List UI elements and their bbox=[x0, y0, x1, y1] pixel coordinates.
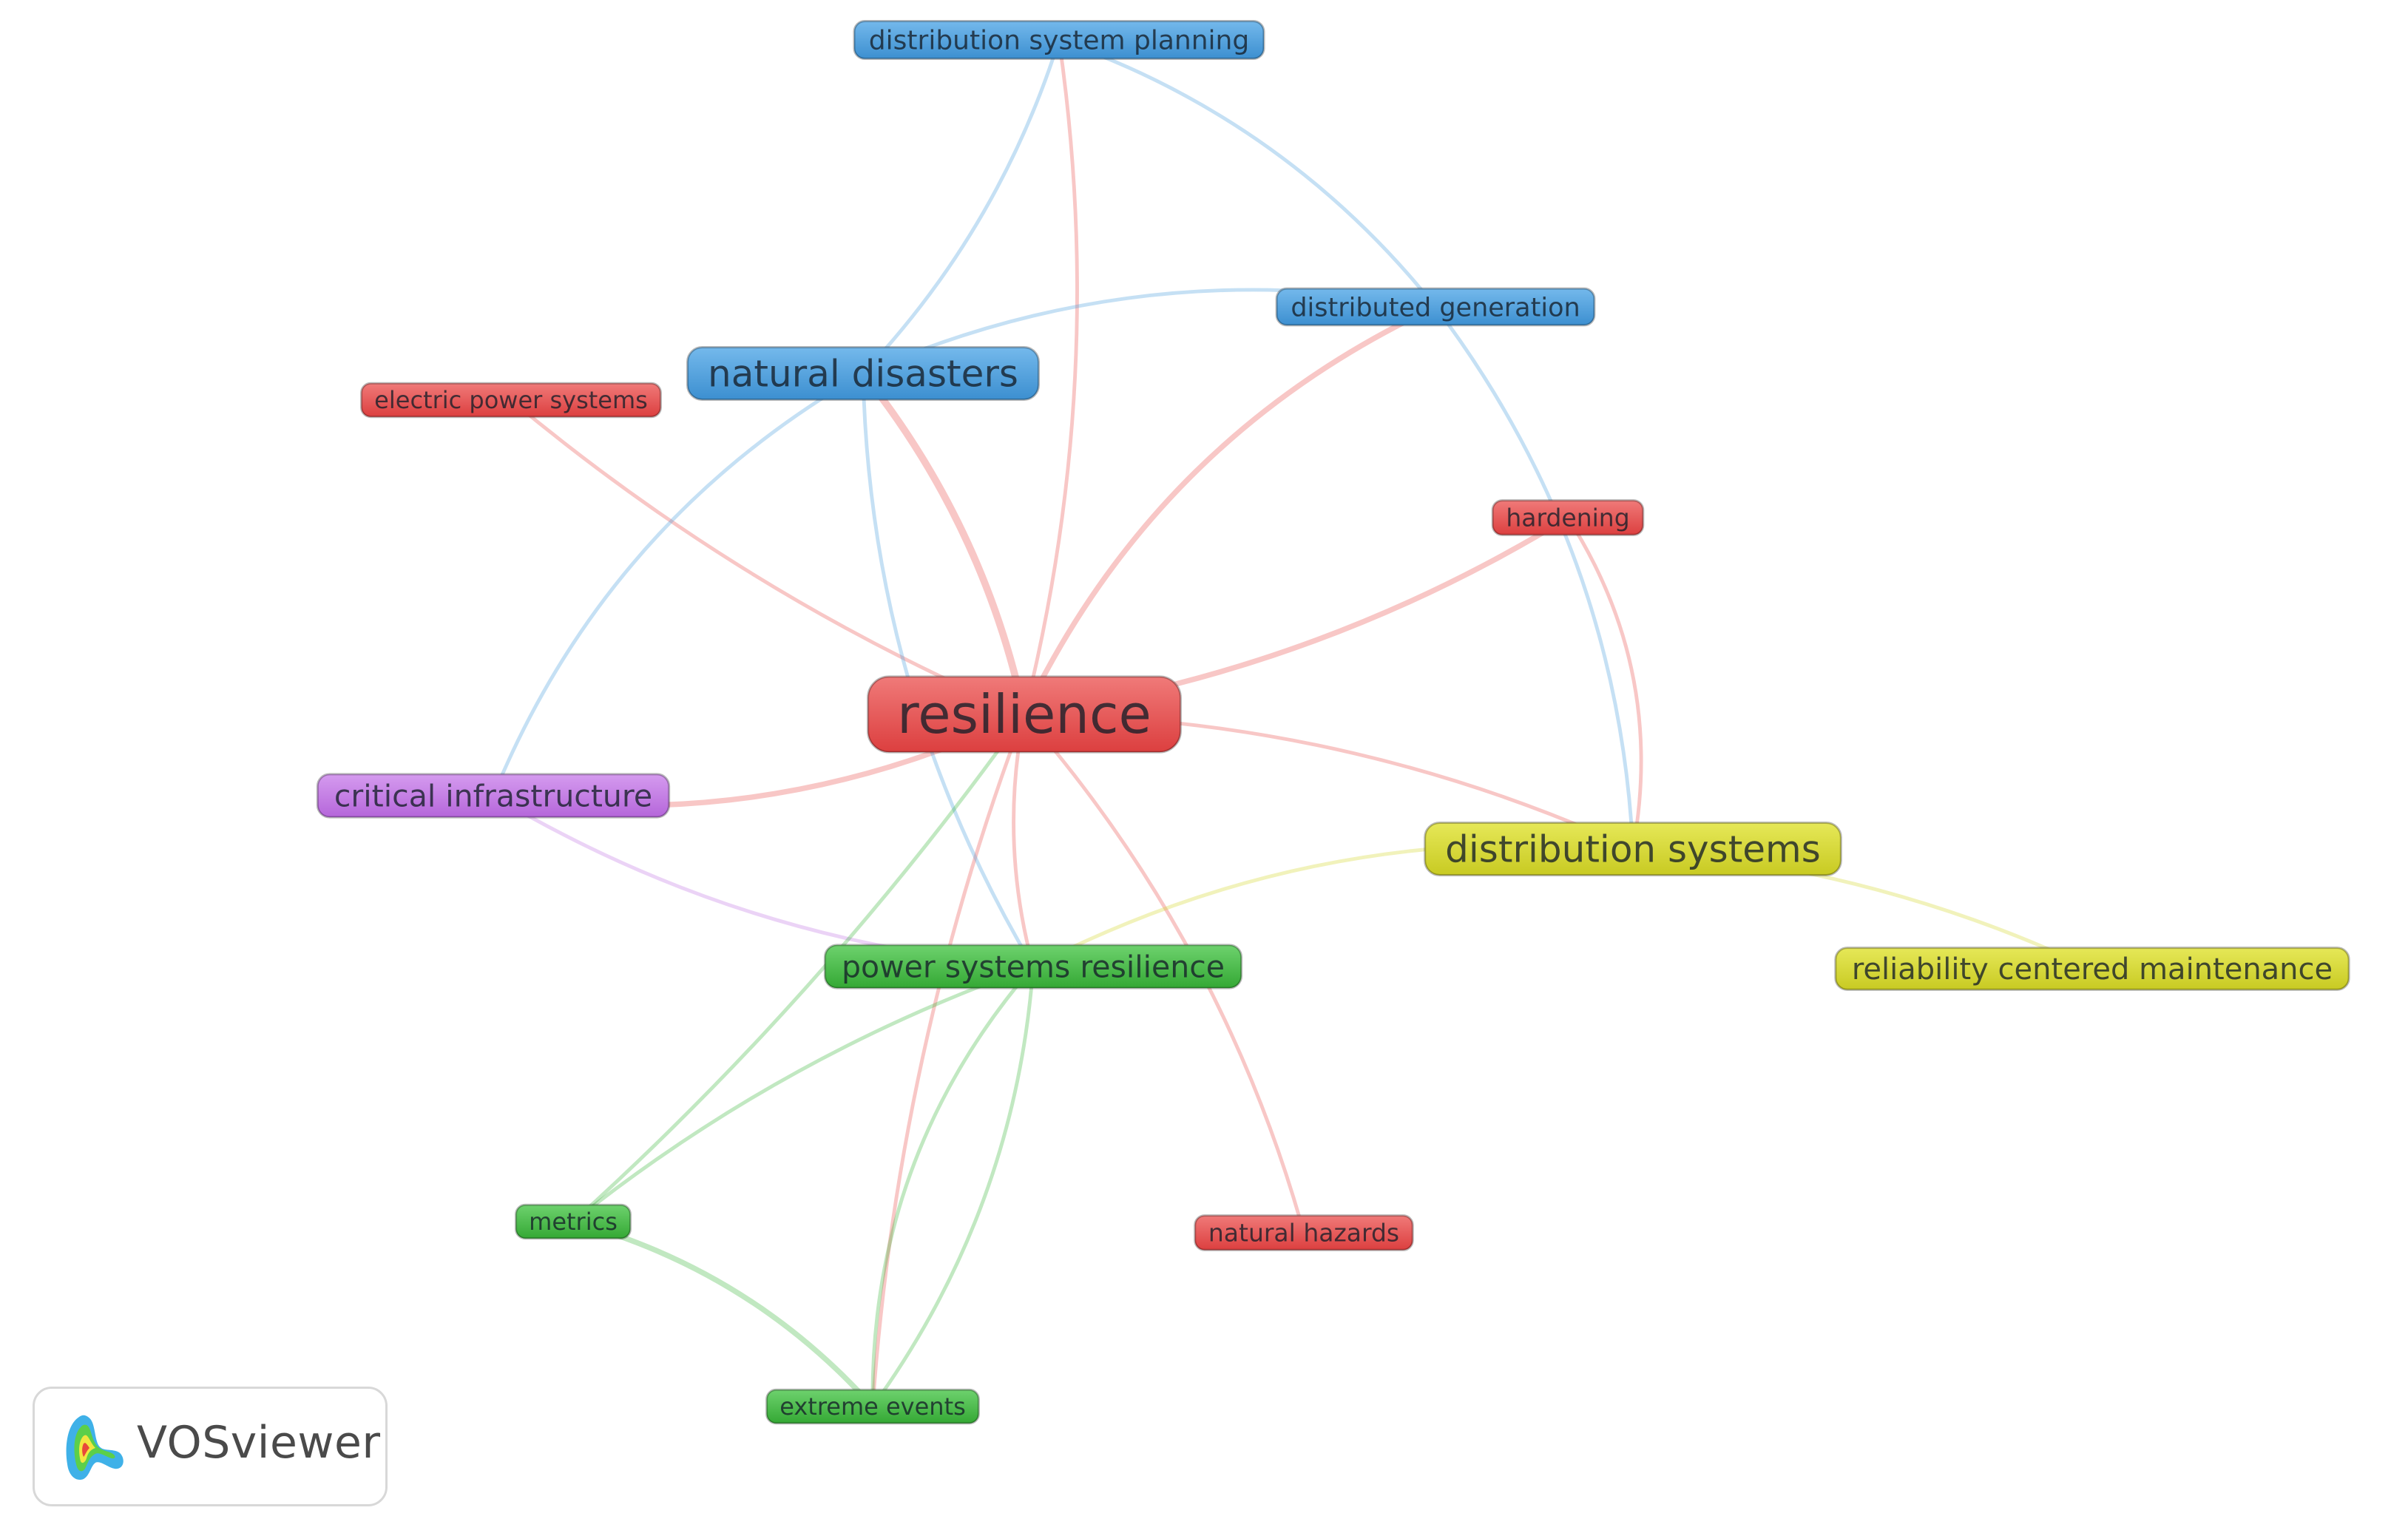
node-box bbox=[867, 675, 1182, 754]
edge-natural_disasters-critical_infrastructure bbox=[491, 371, 865, 798]
node-box bbox=[765, 1388, 980, 1425]
node-box bbox=[360, 382, 662, 419]
node-electric-power-systems[interactable]: electric power systems bbox=[360, 382, 662, 419]
node-distribution-system-planning[interactable]: distribution system planning bbox=[853, 19, 1265, 61]
node-label: distribution system planning bbox=[869, 26, 1249, 56]
edge-resilience-distributed_generation bbox=[1021, 304, 1438, 717]
vosviewer-logo-text: VOSviewer bbox=[137, 1417, 381, 1469]
edge-resilience-electric_power_systems bbox=[509, 398, 1027, 717]
node-label: natural disasters bbox=[708, 353, 1018, 396]
edge-metrics-extreme_events bbox=[570, 1219, 876, 1410]
node-box bbox=[686, 346, 1040, 401]
node-label: metrics bbox=[529, 1208, 618, 1236]
node-label: reliability centered maintenance bbox=[1852, 952, 2333, 987]
node-box bbox=[1194, 1214, 1414, 1251]
node-label: natural hazards bbox=[1208, 1219, 1399, 1248]
node-resilience[interactable]: resilience bbox=[867, 675, 1182, 754]
edge-power_systems_resilience-extreme_events bbox=[870, 964, 1035, 1409]
edge-natural_disasters-distribution_system_planning bbox=[861, 38, 1061, 376]
node-box bbox=[1424, 822, 1842, 876]
node-natural-disasters[interactable]: natural disasters bbox=[686, 346, 1040, 401]
node-label: electric power systems bbox=[374, 386, 648, 414]
edge-distribution_system_planning-distributed_generation bbox=[1057, 38, 1438, 309]
node-critical-infrastructure[interactable]: critical infrastructure bbox=[316, 773, 671, 819]
node-label: extreme events bbox=[779, 1392, 966, 1421]
edge-power_systems_resilience-metrics bbox=[571, 964, 1035, 1224]
node-extreme-events[interactable]: extreme events bbox=[765, 1388, 980, 1425]
node-box bbox=[316, 773, 671, 819]
edge-extreme_events-power_systems_resilience bbox=[870, 964, 1035, 1409]
node-label: distributed generation bbox=[1291, 293, 1580, 322]
node-power-systems-resilience[interactable]: power systems resilience bbox=[823, 944, 1243, 989]
nodes-layer: resilience natural disasters distribution … bbox=[316, 19, 2350, 1425]
node-label: power systems resilience bbox=[842, 949, 1225, 984]
node-label: hardening bbox=[1506, 504, 1629, 532]
edge-hardening-distribution_systems bbox=[1566, 515, 1643, 851]
node-natural-hazards[interactable]: natural hazards bbox=[1194, 1214, 1414, 1251]
node-distribution-systems[interactable]: distribution systems bbox=[1424, 822, 1842, 876]
edge-metrics-resilience bbox=[571, 712, 1027, 1224]
node-reliability-centered-maintenance[interactable]: reliability centered maintenance bbox=[1834, 947, 2350, 991]
node-box bbox=[823, 944, 1243, 989]
edge-resilience-distribution_system_planning bbox=[1022, 38, 1079, 717]
node-label: critical infrastructure bbox=[334, 778, 652, 813]
vosviewer-logo-icon bbox=[66, 1415, 124, 1480]
edge-natural_disasters-power_systems_resilience bbox=[861, 371, 1035, 969]
node-label: distribution systems bbox=[1445, 828, 1821, 871]
node-box bbox=[1491, 499, 1645, 536]
node-box bbox=[515, 1203, 632, 1240]
edge-resilience-extreme_events bbox=[870, 712, 1027, 1409]
node-box bbox=[1834, 947, 2350, 991]
node-box bbox=[1275, 287, 1596, 327]
vosviewer-logo-badge: VOSviewer bbox=[33, 1387, 388, 1506]
edge-resilience-natural_disasters bbox=[859, 370, 1028, 718]
node-hardening[interactable]: hardening bbox=[1491, 499, 1645, 536]
node-label: resilience bbox=[897, 683, 1151, 745]
node-metrics[interactable]: metrics bbox=[515, 1203, 632, 1240]
node-box bbox=[853, 19, 1265, 61]
node-distributed-generation[interactable]: distributed generation bbox=[1275, 287, 1596, 327]
edge-distributed_generation-distribution_systems bbox=[1433, 305, 1635, 851]
edges-layer bbox=[490, 38, 2094, 1410]
